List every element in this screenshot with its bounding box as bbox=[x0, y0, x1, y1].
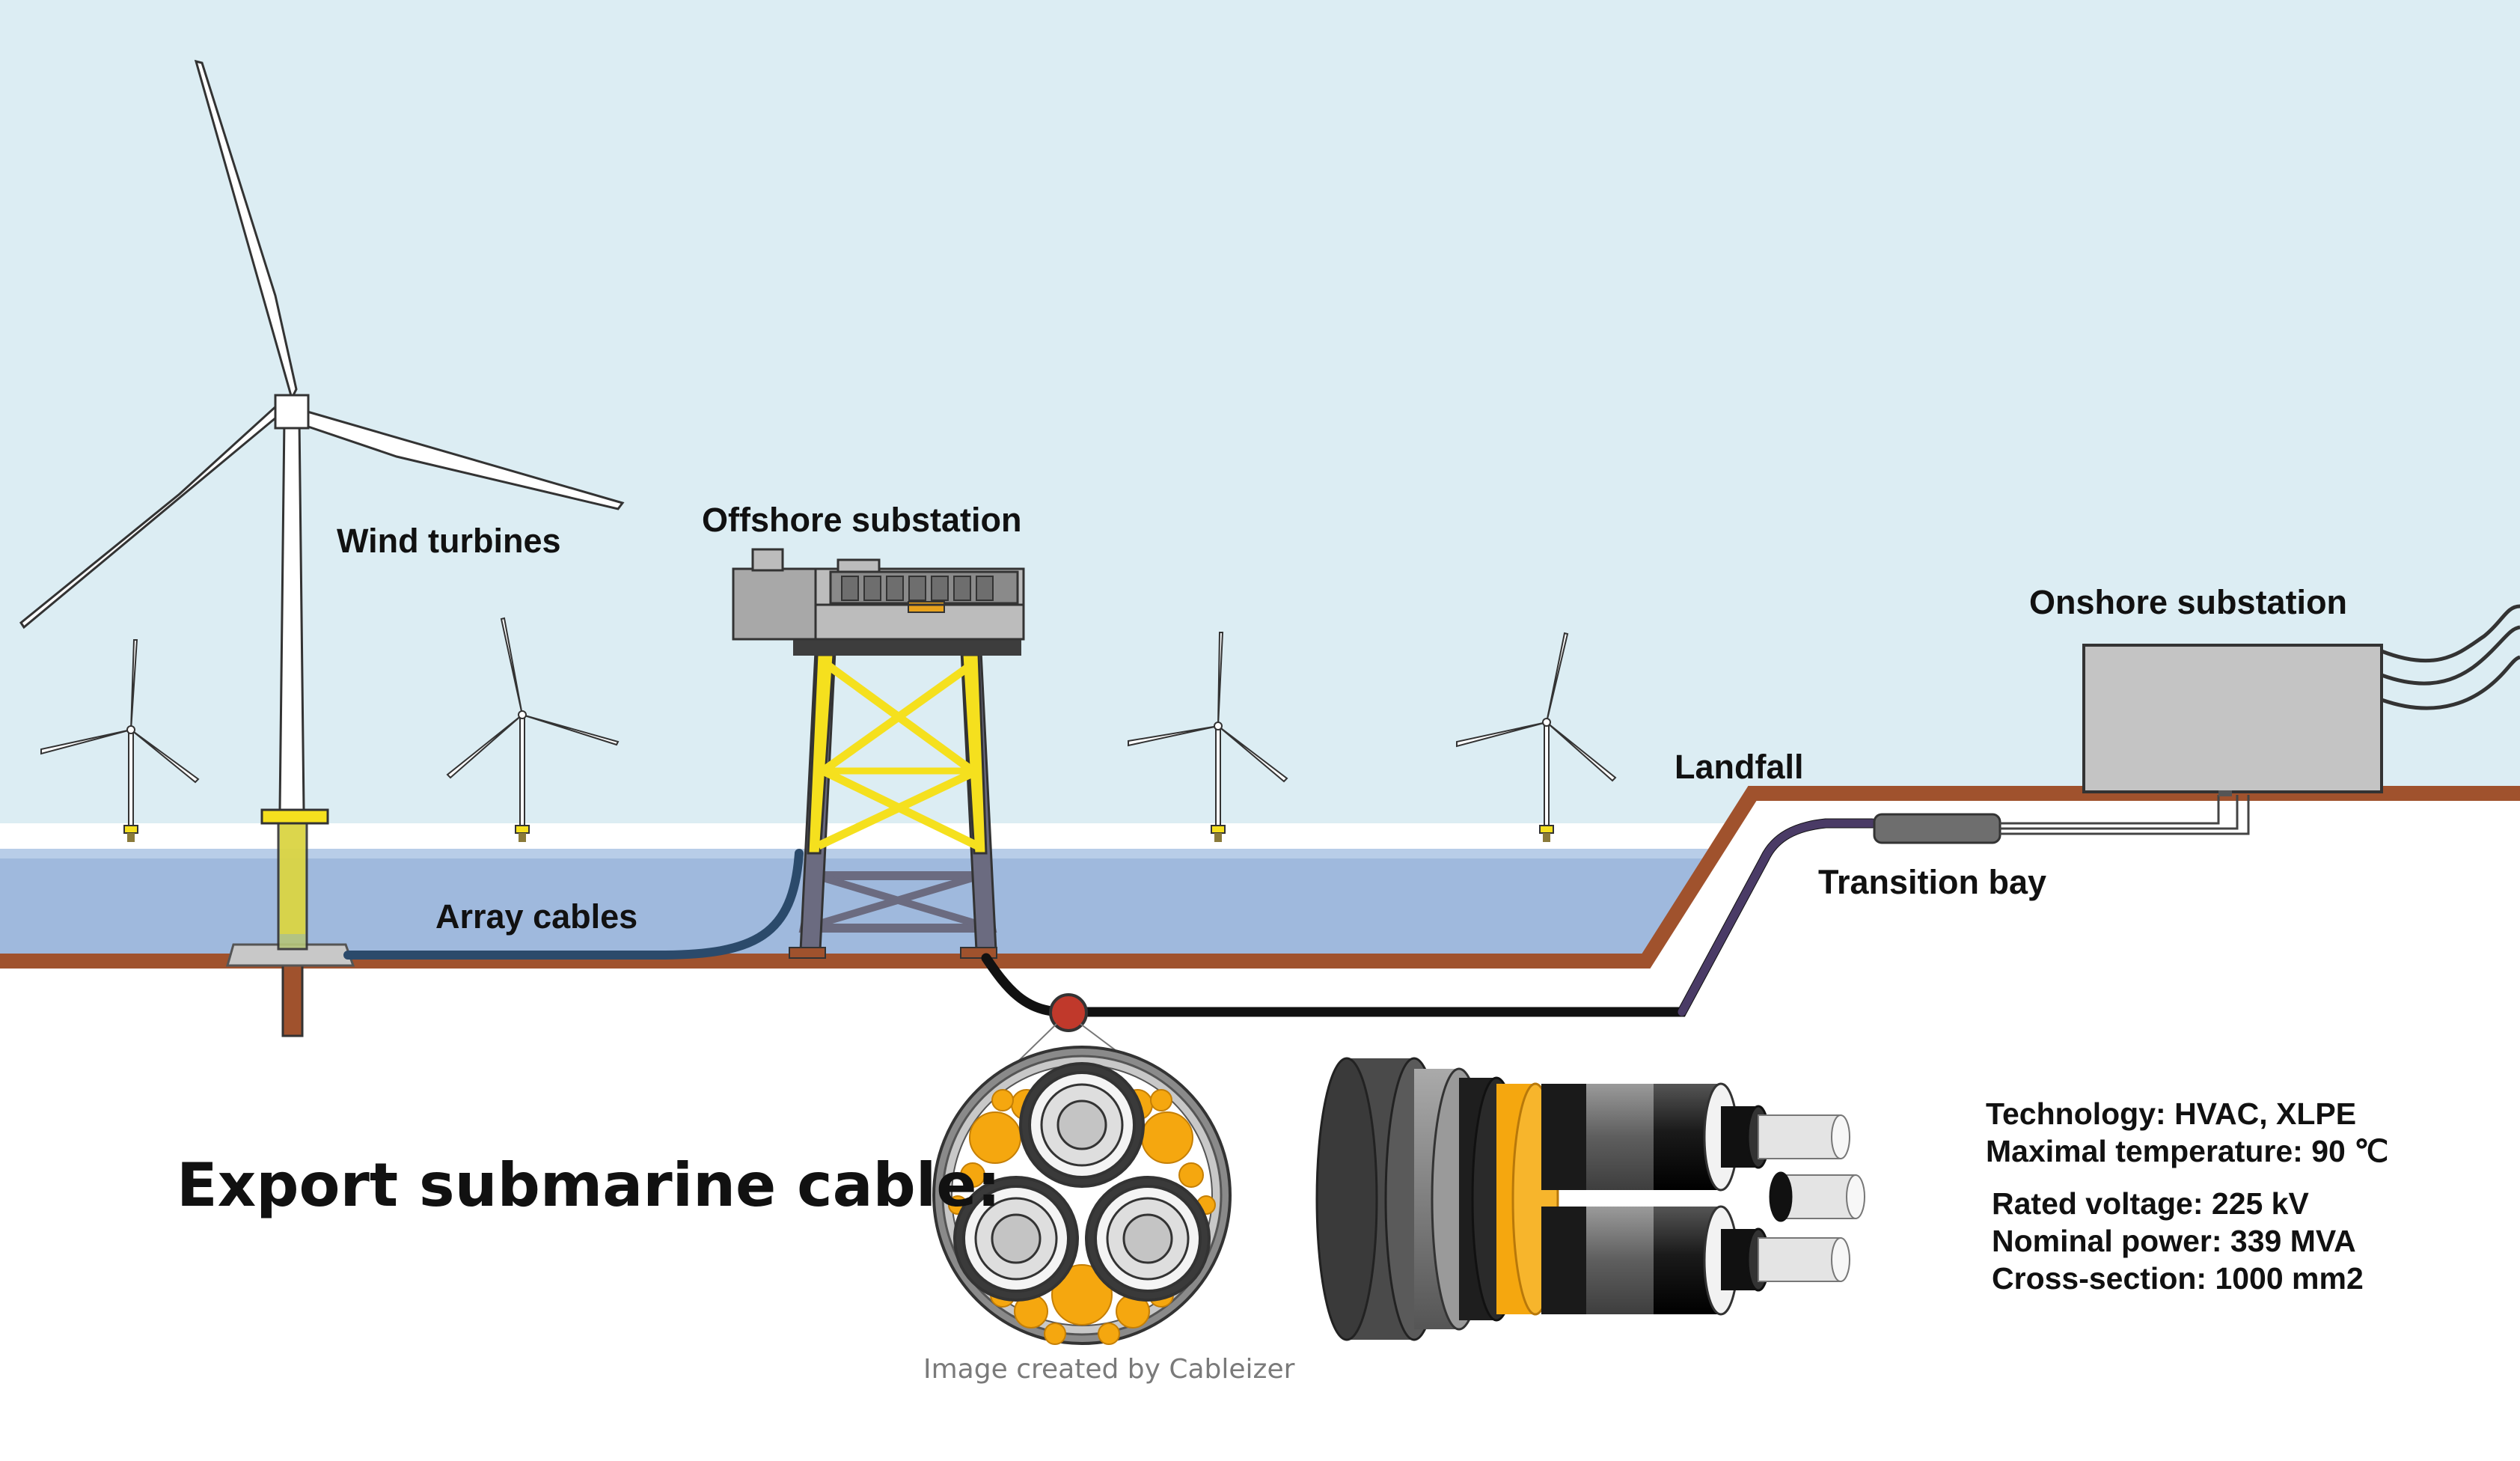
image-credit: Image created by Cableizer bbox=[923, 1354, 1295, 1385]
spec-cross-section: Cross-section: 1000 mm2 bbox=[1992, 1261, 2364, 1296]
array-cable bbox=[343, 849, 804, 960]
land-cable bbox=[1678, 819, 1879, 1016]
spec-technology: Technology: HVAC, XLPE bbox=[1986, 1096, 2357, 1131]
wind-turbine-icon bbox=[19, 59, 625, 1037]
landfall-label: Landfall bbox=[1675, 748, 1804, 786]
onshore-substation-label: Onshore substation bbox=[2029, 583, 2348, 621]
sea-surface bbox=[0, 849, 1713, 858]
wind-turbine-icon bbox=[446, 617, 620, 842]
spec-rated-voltage: Rated voltage: 225 kV bbox=[1992, 1186, 2309, 1221]
spec-max-temperature: Maximal temperature: 90 ℃ bbox=[1986, 1134, 2389, 1168]
wind-turbines-label: Wind turbines bbox=[337, 522, 561, 560]
wind-turbine-icon bbox=[1128, 632, 1288, 842]
cable-joint-marker bbox=[1049, 993, 1088, 1032]
transition-bay-label: Transition bay bbox=[1818, 863, 2047, 901]
ground bbox=[0, 799, 2520, 1461]
cable-cross-section-icon bbox=[932, 1046, 1232, 1345]
offshore-substation-icon bbox=[732, 548, 1025, 959]
wind-turbine-icon bbox=[40, 639, 200, 842]
transition-bay-joint bbox=[1873, 813, 2001, 844]
sea bbox=[0, 849, 1713, 955]
onshore-substation-icon bbox=[2082, 604, 2520, 796]
export-cable-title: Export submarine cable: bbox=[177, 1150, 1001, 1220]
array-cables-label: Array cables bbox=[435, 897, 638, 936]
wind-turbine-icon bbox=[1456, 632, 1617, 842]
offshore-substation-label: Offshore substation bbox=[702, 501, 1022, 539]
cable-layers-icon bbox=[1315, 1057, 1865, 1341]
spec-nominal-power: Nominal power: 339 MVA bbox=[1992, 1224, 2356, 1258]
